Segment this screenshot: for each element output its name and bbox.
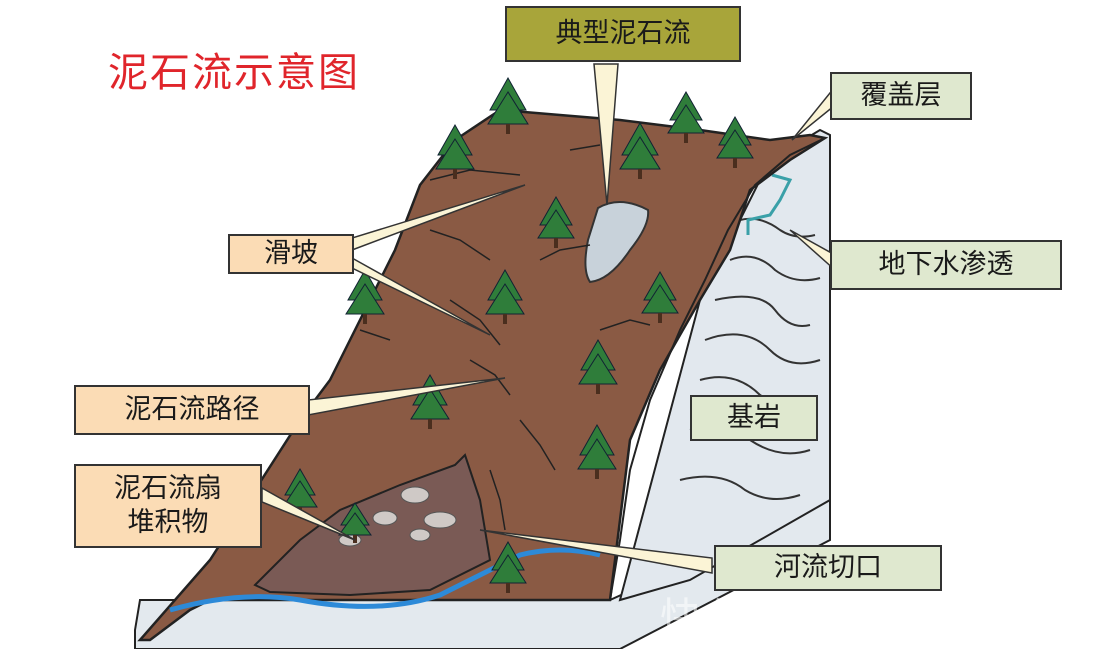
fan-boulders <box>338 486 457 547</box>
fan-deposit <box>253 453 492 597</box>
trees <box>282 76 754 593</box>
pointer-typical <box>593 63 619 206</box>
tree <box>619 121 661 179</box>
tree <box>345 268 385 324</box>
pointer-river <box>479 529 713 574</box>
diagram-title: 泥石流示意图 <box>108 50 360 96</box>
tree <box>435 123 475 179</box>
tree <box>338 502 372 543</box>
label-bedrock: 基岩 <box>690 395 818 441</box>
groundwater-seep <box>746 173 793 235</box>
watermark: 快传号 / 韩宗兴影 <box>660 594 1035 643</box>
river <box>169 547 601 613</box>
label-debris-fan-deposit: 泥石流扇 堆积物 <box>74 464 262 548</box>
tree <box>578 338 618 394</box>
label-groundwater-seepage: 地下水渗透 <box>830 240 1062 290</box>
tree <box>487 76 529 134</box>
label-typical-debris-flow: 典型泥石流 <box>505 6 741 62</box>
label-cover-layer: 覆盖层 <box>830 72 972 120</box>
debris-flow-scar <box>584 201 650 284</box>
tree <box>537 195 575 248</box>
label-debris-flow-path: 泥石流路径 <box>74 385 310 435</box>
tree <box>485 268 525 324</box>
tree <box>489 540 527 593</box>
label-landslide: 滑坡 <box>228 234 354 274</box>
pointer-cover <box>791 85 835 141</box>
pointer-fan <box>261 486 356 541</box>
label-river-incision: 河流切口 <box>714 545 942 591</box>
tree <box>641 270 679 323</box>
slope-cracks <box>359 144 651 531</box>
tree <box>667 90 705 143</box>
cover-layer-edge <box>609 137 826 601</box>
tree <box>577 423 617 479</box>
tree <box>716 115 754 168</box>
